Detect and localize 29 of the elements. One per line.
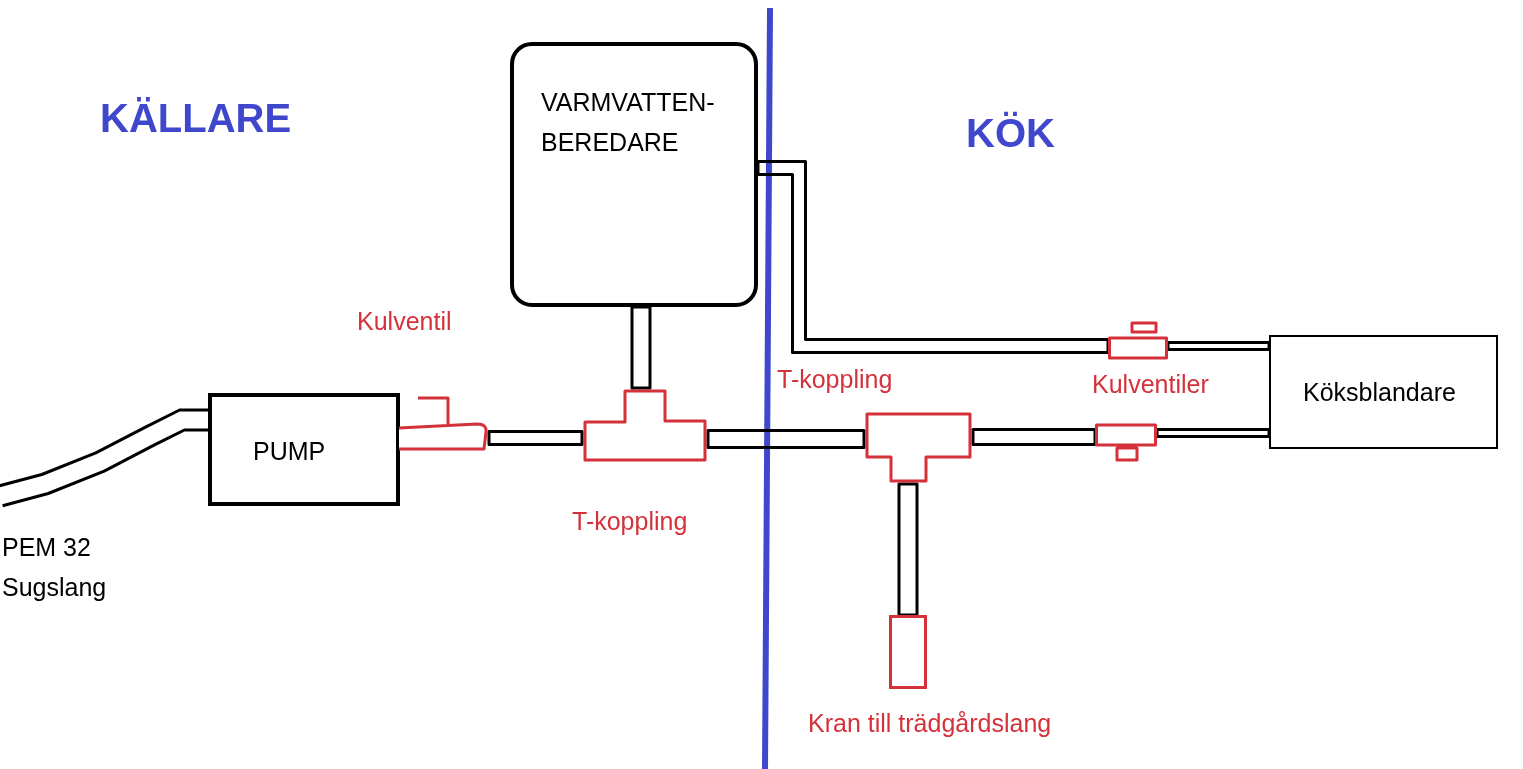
tee-fitting-symbol bbox=[864, 411, 973, 484]
pipe bbox=[897, 482, 919, 617]
tee-fitting-symbol bbox=[582, 388, 708, 463]
component-label: Kulventiler bbox=[1092, 369, 1209, 399]
rounded-box bbox=[510, 42, 758, 307]
component-label: T-koppling bbox=[777, 364, 893, 394]
equipment-box bbox=[1269, 335, 1498, 449]
tap-symbol bbox=[889, 615, 927, 689]
room-label: KÖK bbox=[966, 110, 1055, 157]
valve-symbol bbox=[1108, 320, 1168, 360]
room-label: KÄLLARE bbox=[100, 95, 292, 142]
box-label: Köksblandare bbox=[1303, 377, 1457, 408]
pipe bbox=[1166, 341, 1271, 351]
valve-symbol bbox=[1095, 423, 1157, 463]
pipe bbox=[630, 305, 652, 390]
pipe bbox=[1155, 428, 1271, 438]
box-label: VARMVATTEN- BEREDARE bbox=[541, 87, 716, 158]
pipe bbox=[756, 160, 1110, 354]
equipment-box bbox=[208, 393, 400, 506]
pipe bbox=[706, 429, 866, 449]
valve-symbol bbox=[397, 396, 489, 452]
hose bbox=[0, 408, 210, 508]
pipe bbox=[971, 428, 1097, 446]
hose-label: PEM 32 Sugslang bbox=[2, 532, 108, 603]
component-label: Kulventil bbox=[357, 306, 452, 336]
box-label: PUMP bbox=[253, 436, 327, 467]
component-label: Kran till trädgårdslang bbox=[808, 708, 1052, 738]
component-label: T-koppling bbox=[572, 506, 688, 536]
pipe bbox=[487, 430, 584, 446]
